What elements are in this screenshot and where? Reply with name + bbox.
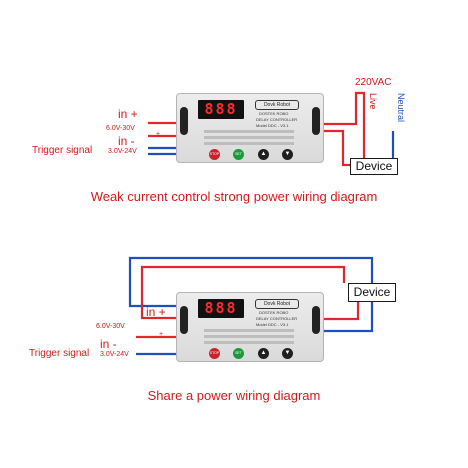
d2-controller-module: 888 Dovk Robot DOSTEK ROBO DELAY CONTROL… xyxy=(176,292,324,362)
d1-neutral-label: Neutral xyxy=(396,93,406,123)
panel-stripe xyxy=(204,136,294,139)
d2-wire-blue-loop xyxy=(128,256,374,333)
down-arrow-button: ▼ xyxy=(282,149,293,160)
model-label: Model DDC - V3.1 xyxy=(256,322,289,327)
d2-caption: Share a power wiring diagram xyxy=(147,388,321,403)
d1-minus-mark: - xyxy=(156,152,159,159)
info-line-1: DOSTEK ROBO xyxy=(259,310,289,315)
panel-stripe xyxy=(204,329,294,332)
down-arrow-button: ▼ xyxy=(282,348,293,359)
d2-in-minus-label: in - xyxy=(100,337,117,351)
up-arrow-button: ▲ xyxy=(258,348,269,359)
panel-stripe xyxy=(204,130,294,133)
up-arrow-button: ▲ xyxy=(258,149,269,160)
d2-trigger-label: Trigger signal xyxy=(29,348,90,359)
d1-plus-mark: + xyxy=(156,131,161,138)
d1-controller-module: 888 Dovk Robot DOSTEK ROBO DELAY CONTROL… xyxy=(176,93,324,163)
info-line-2: DELAY CONTROLLER xyxy=(256,316,298,321)
d2-plus-mark: + xyxy=(159,331,164,338)
brand-logo: Dovk Robot xyxy=(255,299,299,309)
mount-slot-right xyxy=(312,107,320,135)
d1-caption: Weak current control strong power wiring… xyxy=(90,189,378,204)
d2-voltage-range-label: 6.0V-30V xyxy=(96,323,125,330)
panel-stripe xyxy=(204,341,294,344)
led-display: 888 xyxy=(198,100,244,119)
panel-stripe xyxy=(204,335,294,338)
info-line-2: DELAY CONTROLLER xyxy=(256,117,298,122)
d1-in-minus-label: in - xyxy=(118,134,135,148)
led-display: 888 xyxy=(198,299,244,318)
d1-trigger-label: Trigger signal xyxy=(32,145,93,156)
mount-slot-left xyxy=(180,107,188,135)
d1-trigger-range-label: 3.0V-24V xyxy=(108,148,137,155)
d1-live-label: Live xyxy=(368,93,378,110)
mount-slot-left xyxy=(180,306,188,334)
panel-stripe xyxy=(204,142,294,145)
d1-wire-live xyxy=(324,91,366,158)
brand-logo: Dovk Robot xyxy=(255,100,299,110)
model-label: Model DDC - V3.1 xyxy=(256,123,289,128)
stop-button: STOP xyxy=(209,348,220,359)
d2-trigger-range-label: 3.0V-24V xyxy=(100,351,129,358)
d2-wire-red-top xyxy=(140,265,346,320)
info-line-1: DOSTEK ROBO xyxy=(259,111,289,116)
d1-wire-out xyxy=(324,129,350,167)
d2-minus-mark: - xyxy=(159,352,162,359)
d2-wire-red-bottom xyxy=(324,301,360,321)
d1-in-plus-label: in + xyxy=(118,107,138,121)
set-button: SET xyxy=(233,348,244,359)
mount-slot-right xyxy=(312,306,320,334)
d2-device-box: Device xyxy=(348,283,396,302)
d1-device-box: Device xyxy=(350,158,398,175)
stop-button: STOP xyxy=(209,149,220,160)
d2-in-plus-label: in + xyxy=(146,305,166,319)
d1-voltage-range-label: 6.0V-30V xyxy=(106,125,135,132)
d1-ac-voltage-label: 220VAC xyxy=(355,77,392,88)
set-button: SET xyxy=(233,149,244,160)
